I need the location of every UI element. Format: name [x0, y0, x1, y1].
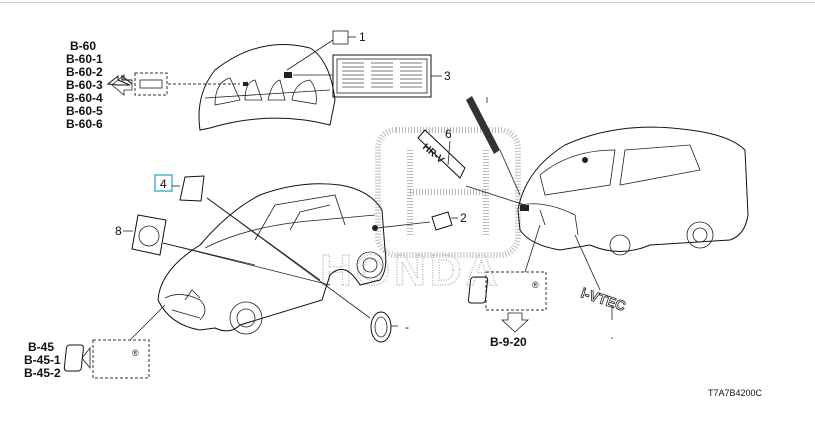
hood-drawing	[198, 43, 336, 131]
registered-mark: ®	[132, 348, 139, 358]
ref-b45-1[interactable]: B-45-1	[24, 353, 61, 367]
ref-b60-5[interactable]: B-60-5	[66, 104, 103, 118]
honda-lettering-emblem	[466, 96, 500, 154]
callout-wheel-cap[interactable]: -	[405, 320, 409, 334]
arrow-left-icon	[106, 74, 131, 86]
callout-4-highlight	[154, 174, 173, 192]
top-divider	[0, 2, 815, 3]
callout-2[interactable]: 2	[460, 211, 467, 225]
callout-3[interactable]: 3	[444, 69, 451, 83]
arrow-left-icon	[111, 74, 133, 96]
hood-label	[139, 79, 163, 89]
front-car-drawing	[157, 183, 387, 335]
callout-1[interactable]: 1	[359, 30, 366, 44]
part-3-label-sheet	[332, 54, 432, 98]
hood-ref-list: B-60 B-60-1 B-60-2 B-60-3 B-60-4 B-60-5 …	[66, 39, 103, 131]
ref-b60-2[interactable]: B-60-2	[66, 65, 103, 79]
callout-4[interactable]: 4	[160, 177, 167, 191]
grille-ref-list: B-45 B-45-1 B-45-2	[24, 340, 61, 380]
hrv-emblem	[417, 129, 466, 179]
arrow-down-icon	[500, 312, 530, 333]
ref-b60-3[interactable]: B-60-3	[66, 78, 103, 92]
ref-b9-20[interactable]: B-9-20	[490, 335, 527, 349]
wheel-center-cap-icon	[370, 311, 392, 343]
hood-label-box	[134, 72, 168, 96]
ref-b45[interactable]: B-45	[28, 340, 54, 354]
part-1-icon	[332, 30, 349, 45]
ref-b45-2[interactable]: B-45-2	[24, 366, 61, 380]
drawing-code: T7A7B4200C	[708, 388, 763, 398]
registered-mark: ®	[532, 280, 539, 290]
svg-text:HONDA: HONDA	[320, 246, 501, 295]
hrv-emblem-text: HR-V	[420, 142, 446, 166]
arrow-left-icon	[81, 346, 91, 370]
front-emblem-box	[92, 339, 150, 379]
part-4-icon	[179, 175, 205, 202]
rear-honda-emblem-icon	[467, 276, 489, 304]
callout-6[interactable]: 6	[445, 127, 452, 141]
ref-b60-6[interactable]: B-60-6	[66, 117, 103, 131]
front-honda-emblem-icon	[63, 344, 84, 372]
ref-b60[interactable]: B-60	[70, 39, 96, 53]
honda-watermark: HONDA	[319, 127, 521, 296]
ref-b60-1[interactable]: B-60-1	[66, 52, 103, 66]
part-2-icon	[431, 211, 453, 231]
ref-b60-4[interactable]: B-60-4	[66, 91, 103, 105]
callout-8[interactable]: 8	[115, 224, 122, 238]
part-8-emblem-icon	[131, 214, 167, 256]
rear-car-drawing	[517, 126, 749, 256]
ivtec-emblem-text: i-VTEC	[579, 285, 628, 314]
